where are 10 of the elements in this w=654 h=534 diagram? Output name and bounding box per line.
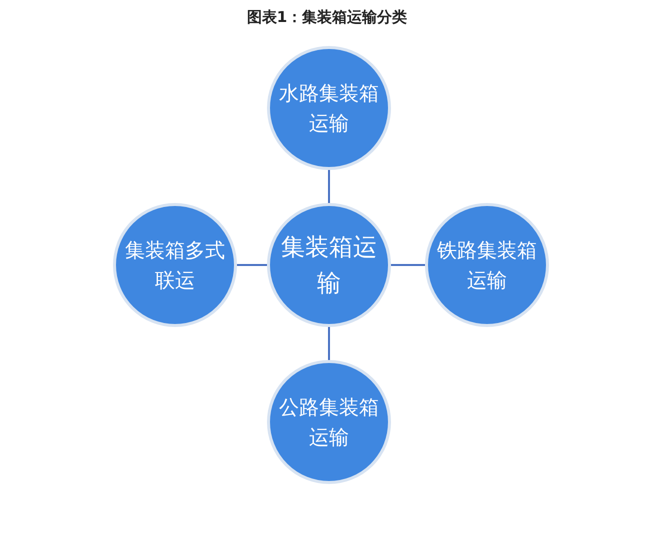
node-label: 铁路集装箱运输 [436, 237, 538, 294]
node-label: 集装箱运输 [280, 232, 378, 299]
connector-line [328, 327, 330, 360]
node-label: 水路集装箱运输 [278, 80, 380, 137]
connector-line [237, 264, 267, 266]
connector-line [391, 264, 425, 266]
title: 图表1：集装箱运输分类 [246, 8, 408, 27]
connector-line [328, 170, 330, 203]
node-label: 公路集装箱运输 [278, 394, 380, 451]
node-label: 集装箱多式联运 [124, 237, 226, 294]
